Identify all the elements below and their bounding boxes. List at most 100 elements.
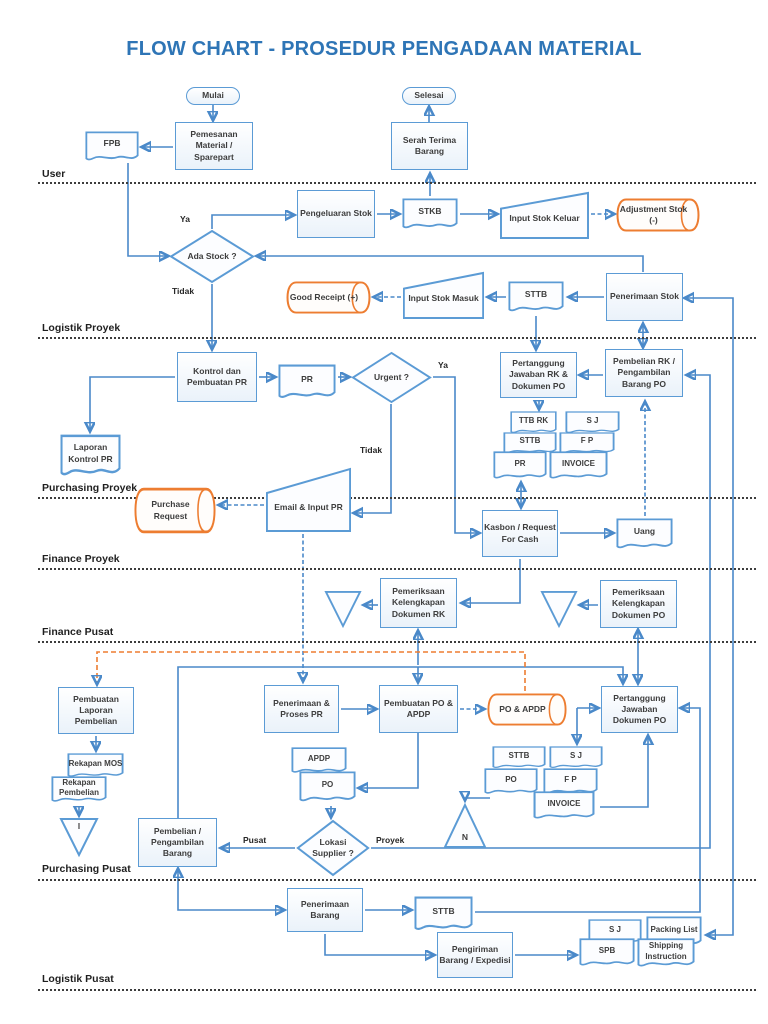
process-pertanggung-rk: Pertanggung Jawaban RK & Dokumen PO — [500, 352, 577, 398]
document-icon — [492, 746, 546, 769]
inverted-triangle-icon — [324, 591, 362, 629]
document-po-b-label: PO — [505, 774, 517, 784]
archive-triangle-n-label: N — [461, 831, 469, 842]
datastore-purchase-request-label: Purchase Request — [151, 499, 190, 521]
lane-separator-finance-proyek — [38, 568, 756, 570]
document-icon — [414, 896, 473, 931]
document-apdp: APDP — [291, 747, 347, 775]
document-spb: SPB — [579, 938, 635, 968]
document-shipping-instruction-label: Shipping Instruction — [645, 941, 687, 961]
document-invoice-b-label: INVOICE — [547, 798, 581, 808]
process-penerimaan-stok-label: Penerimaan Stok — [610, 291, 679, 302]
edge-pembelian-penerimaanbarang — [178, 869, 284, 910]
label-pusat: Pusat — [243, 835, 267, 845]
decision-urgent: Urgent ? — [351, 351, 432, 404]
document-icon — [85, 131, 139, 161]
process-kasbon-label: Kasbon / Request For Cash — [484, 522, 556, 544]
manual-input-stok-keluar-label: Input Stok Keluar — [509, 213, 580, 224]
document-pr-a: PR — [493, 451, 547, 481]
document-icon — [291, 747, 347, 773]
manual-input-icon — [266, 467, 351, 532]
edge-trunk-penerimaanstok-packinglist — [685, 298, 734, 935]
datastore-purchase-request: Purchase Request — [134, 487, 216, 534]
document-icon — [299, 771, 356, 802]
process-pemesanan-label: Pemesanan Material / Sparepart — [190, 129, 238, 162]
process-pengeluaran-stok: Pengeluaran Stok — [297, 190, 375, 238]
terminal-mulai: Mulai — [186, 87, 240, 105]
document-icon — [637, 938, 695, 967]
archive-triangle-po — [540, 591, 578, 629]
process-serah-terima: Serah Terima Barang — [391, 122, 468, 170]
document-rekapan-mos-label: Rekapan MOS — [68, 758, 123, 768]
process-pemesanan: Pemesanan Material / Sparepart — [175, 122, 253, 170]
edge-kasbon-pemeriksaanrk — [462, 559, 521, 603]
edge-fpb-adastock — [127, 163, 168, 256]
document-fpb: FPB — [85, 131, 139, 163]
lane-label-purchasing-pusat: Purchasing Pusat — [42, 863, 131, 875]
document-icon — [616, 518, 673, 549]
document-sttb-c: STTB — [414, 896, 473, 933]
diamond-icon — [169, 229, 255, 284]
process-pemeriksaan-rk-label: Pemeriksaan Kelengkapan Dokumen RK — [391, 586, 446, 619]
document-sj-b: S J — [549, 746, 603, 770]
edge-podoc-arsipn — [465, 798, 490, 800]
document-sttb-logistik-proyek-label: STTB — [524, 288, 548, 299]
document-icon — [579, 938, 635, 966]
process-penerimaan-barang-label: Penerimaan Barang — [300, 898, 350, 920]
edge-pembuatanpo-podoc — [359, 733, 419, 788]
document-icon — [493, 451, 547, 479]
datastore-good-receipt-label: Good Receipt (+) — [289, 291, 359, 302]
lane-separator-user — [38, 182, 756, 184]
datastore-po-apdp: PO & APDP — [487, 693, 567, 726]
process-pemeriksaan-po-label: Pemeriksaan Kelengkapan Dokumen PO — [611, 587, 666, 620]
decision-lokasi-supplier-label: Lokasi Supplier ? — [312, 836, 354, 858]
manual-input-stok-masuk-label: Input Stok Masuk — [408, 293, 479, 304]
manual-input-stok-masuk: Input Stok Masuk — [403, 271, 484, 319]
edge-kontrol-laporan — [90, 376, 175, 431]
document-icon — [60, 434, 121, 476]
document-pr-a-label: PR — [514, 458, 526, 468]
label-proyek: Proyek — [376, 835, 405, 845]
decision-lokasi-supplier: Lokasi Supplier ? — [296, 819, 370, 877]
process-pembelian-pengambilan: Pembelian / Pengambilan Barang — [138, 818, 217, 867]
process-pertanggung-po-label: Pertanggung Jawaban Dokumen PO — [612, 692, 667, 726]
document-invoice-a-label: INVOICE — [562, 458, 595, 468]
document-pr: PR — [278, 364, 336, 401]
process-pengiriman: Pengiriman Barang / Expedisi — [437, 932, 513, 978]
lane-separator-logistik-pusat — [38, 989, 756, 991]
inverted-triangle-icon — [540, 591, 578, 629]
cylinder-icon — [134, 487, 216, 534]
process-pembuatan-po-label: Pembuatan PO & APDP — [384, 697, 453, 719]
page-title: FLOW CHART - PROSEDUR PENGADAAN MATERIAL — [126, 38, 642, 60]
document-po-label: PO — [321, 780, 334, 790]
edge-penerimaanbarang-pengiriman — [324, 934, 434, 955]
process-pembelian-pengambilan-label: Pembelian / Pengambilan Barang — [151, 825, 204, 859]
lane-label-purchasing-proyek: Purchasing Proyek — [42, 482, 138, 494]
archive-triangle-rk — [324, 591, 362, 629]
archive-triangle-i: I — [59, 818, 99, 858]
lane-label-logistik-pusat: Logistik Pusat — [42, 973, 114, 985]
manual-input-email-pr: Email & Input PR — [266, 467, 351, 532]
document-icon — [508, 281, 564, 312]
lane-separator-logistik-proyek — [38, 337, 756, 339]
document-sttb-c-label: STTB — [432, 905, 455, 916]
document-icon — [51, 776, 107, 802]
document-shipping-instruction: Shipping Instruction — [637, 938, 695, 969]
label-tidak-urgent: Tidak — [360, 445, 383, 455]
terminal-mulai-label: Mulai — [202, 90, 224, 101]
diamond-icon — [351, 351, 432, 404]
edge-urgent-ya-kasbon — [433, 376, 479, 533]
document-sj-c-label: S J — [608, 924, 621, 934]
lane-label-finance-proyek: Finance Proyek — [42, 553, 120, 565]
document-laporan-kontrol-pr: Laporan Kontrol PR — [60, 434, 121, 479]
archive-triangle-n: N — [443, 802, 487, 848]
diamond-icon — [296, 819, 370, 877]
lane-label-logistik-proyek: Logistik Proyek — [42, 322, 121, 334]
lane-label-finance-pusat: Finance Pusat — [42, 626, 114, 638]
lane-separator-finance-pusat — [38, 641, 756, 643]
process-serah-terima-label: Serah Terima Barang — [402, 134, 457, 156]
process-pemeriksaan-po: Pemeriksaan Kelengkapan Dokumen PO — [600, 580, 677, 628]
document-fp-b-label: F P — [564, 774, 577, 784]
document-icon — [278, 364, 336, 399]
document-icon — [402, 198, 458, 229]
